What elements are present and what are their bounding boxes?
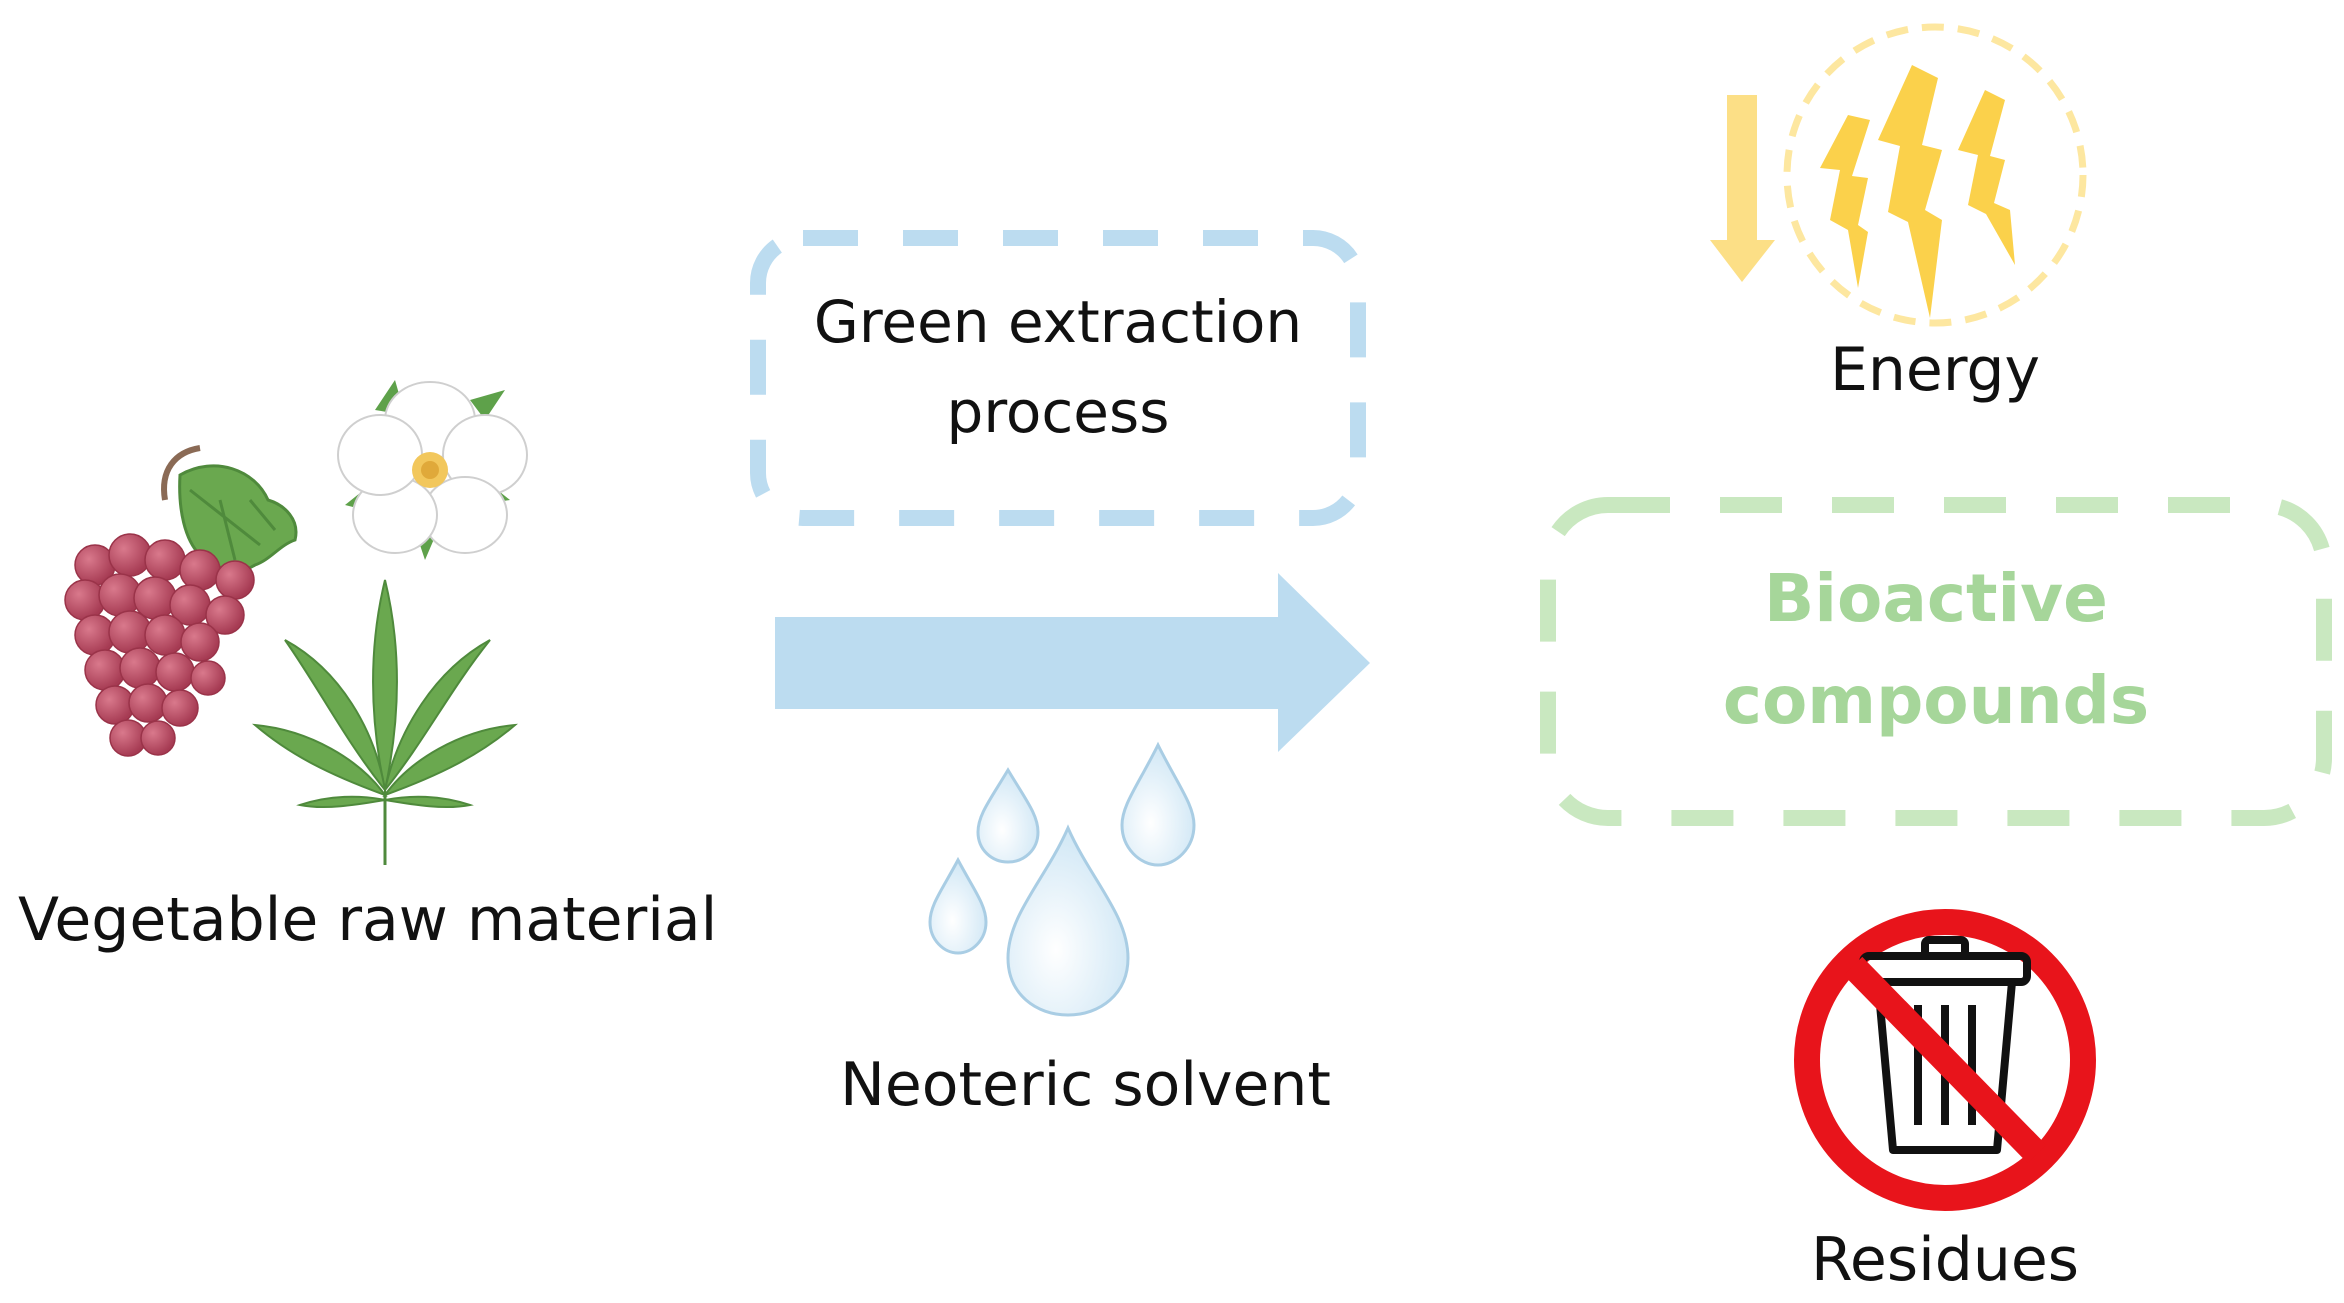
product-box: [1540, 497, 2332, 826]
grapes-icon: [64, 445, 298, 757]
process-arrow: [775, 573, 1370, 752]
process-label-line1: Green extraction: [813, 288, 1303, 356]
flower-icon: [337, 380, 528, 560]
down-arrow-icon: [1710, 95, 1775, 282]
solvent-label: Neoteric solvent: [840, 1050, 1331, 1120]
residues-label: Residues: [1810, 1225, 2080, 1295]
product-label-line1: Bioactive: [1764, 560, 2108, 637]
energy-icon-group: [1710, 23, 2087, 327]
process-label-line2: process: [946, 378, 1170, 446]
lightning-icon: [1820, 65, 2015, 318]
energy-circle: [1783, 23, 2087, 327]
raw-material-label: Vegetable raw material: [18, 885, 718, 955]
no-trash-icon: [1794, 909, 2096, 1211]
product-label-line2: compounds: [1722, 662, 2150, 739]
raw-material-group: [64, 380, 528, 865]
process-box: [750, 230, 1366, 526]
energy-label: Energy: [1829, 335, 2041, 405]
leaf-icon: [251, 579, 519, 860]
water-drops-icon: [928, 741, 1196, 1017]
